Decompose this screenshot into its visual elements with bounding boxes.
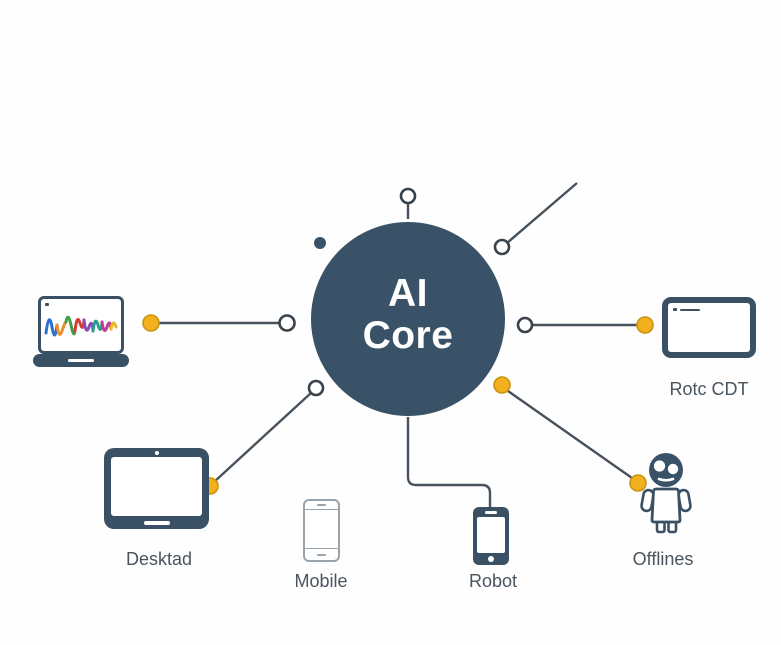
monitor-icon [662, 297, 756, 358]
mobile-top-divider [305, 509, 338, 510]
laptop-icon [38, 296, 124, 354]
laptop-base [33, 354, 129, 367]
tablet-camera-dot [154, 451, 159, 455]
node-yellow-right [636, 316, 654, 334]
node-yellow-robot [629, 474, 647, 492]
robot-right-eye [667, 463, 679, 475]
node-ring-left [278, 314, 296, 332]
robot-body [650, 487, 682, 524]
robot-left-eye [653, 460, 666, 472]
ai-core-title-line1: AI [388, 271, 428, 315]
connector-bottom-elbow [406, 417, 492, 508]
monitor-label: Rotc CDT [669, 379, 749, 399]
smartphone-icon [473, 507, 509, 565]
mobile-phone-icon [303, 499, 340, 562]
robot-icon [640, 453, 692, 534]
node-ring-right [516, 316, 534, 334]
node-yellow-left [142, 314, 160, 332]
node-ring-top [399, 187, 417, 205]
tablet-icon [104, 448, 209, 529]
smartphone-home-button [488, 556, 494, 562]
mobile-bottom-divider [305, 548, 338, 549]
laptop-base-notch [68, 358, 94, 362]
tablet-screen [111, 457, 202, 516]
ai-core-node: AI Core [311, 222, 505, 416]
waveform-chart-icon [44, 315, 118, 337]
monitor-screen-dot [673, 308, 677, 311]
node-ring-upper-right [493, 238, 511, 256]
connector-upper-right [506, 182, 578, 244]
connector-lower-right [507, 390, 633, 479]
smartphone-label: Robot [468, 571, 518, 591]
tablet-home-bar [143, 520, 170, 525]
mobile-label: Mobile [294, 571, 348, 591]
connector-lower-left [213, 392, 312, 483]
tablet-label: Desktad [125, 549, 193, 569]
smartphone-speaker [485, 511, 497, 514]
laptop-screen-dot [45, 303, 49, 306]
mobile-speaker-dash [317, 504, 326, 506]
smartphone-screen [477, 517, 505, 553]
robot-label: Offlines [632, 549, 694, 569]
ai-core-title-line2: Core [362, 314, 454, 357]
node-ring-lower-left [307, 379, 325, 397]
monitor-screen-dash [680, 308, 700, 311]
node-dot-upper-left [314, 237, 326, 249]
node-yellow-core-edge [493, 376, 511, 394]
robot-smile [657, 477, 675, 482]
mobile-home-dash [317, 553, 326, 556]
